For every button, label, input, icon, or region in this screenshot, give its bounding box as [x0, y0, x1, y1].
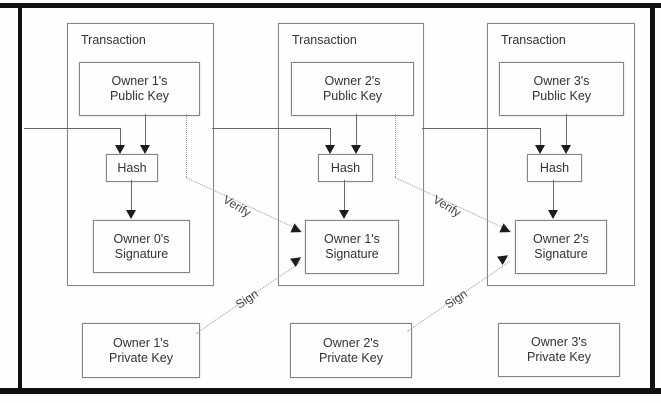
frame-right-border [650, 3, 655, 394]
frame-left-border [18, 3, 22, 394]
transaction-1-hash-box: Hash [106, 154, 158, 182]
hash-to-signature-line-1 [131, 180, 132, 211]
public-key-label-line2: Public Key [109, 89, 170, 103]
transaction-3-box: Transaction [487, 23, 635, 286]
hash-to-signature-line-3 [553, 180, 554, 211]
signature-label-line1: Owner 0's [113, 231, 170, 246]
private-key-label-line1: Owner 2's [323, 335, 379, 350]
arrow-down-icon [140, 145, 150, 154]
transaction-3-hash-box: Hash [527, 154, 582, 182]
verify-drop-line-1 [186, 114, 187, 177]
pubkey-to-hash-line-3 [566, 114, 567, 147]
signature-label-line2: Signature [325, 247, 379, 261]
private-key-1-box: Owner 1's Private Key [82, 323, 200, 378]
chain-line-segment-3 [422, 128, 540, 129]
verify-drop-line-2 [395, 114, 396, 177]
pubkey-to-hash-line-1 [145, 114, 146, 147]
transaction-3-public-key-box: Owner 3's Public Key [499, 62, 624, 116]
chain-drop-line-1 [120, 128, 121, 147]
chain-drop-line-2 [330, 128, 331, 147]
transaction-2-public-key-box: Owner 2's Public Key [291, 62, 414, 116]
arrow-down-icon [351, 145, 361, 154]
transaction-1-public-key-box: Owner 1's Public Key [79, 62, 200, 116]
transaction-2-hash-box: Hash [318, 154, 373, 182]
frame-bottom-border [0, 388, 661, 394]
transaction-3-signature-box: Owner 2's Signature [515, 220, 607, 274]
private-key-label-line1: Owner 1's [113, 335, 169, 350]
private-key-label-line2: Private Key [109, 350, 173, 365]
hash-label: Hash [539, 160, 570, 175]
pubkey-to-hash-line-2 [356, 114, 357, 147]
transaction-1-box: Transaction [67, 23, 214, 286]
hash-to-signature-line-2 [344, 180, 345, 211]
private-key-3-box: Owner 3's Private Key [498, 323, 620, 377]
verify-label-1: Verify [220, 192, 254, 220]
private-key-label-line1: Owner 3's [531, 335, 587, 349]
private-key-2-box: Owner 2's Private Key [290, 323, 412, 378]
frame-top-border [0, 3, 661, 8]
private-key-label-line2: Private Key [527, 350, 591, 364]
chain-line-segment-2 [212, 128, 330, 129]
transaction-2-signature-box: Owner 1's Signature [305, 220, 399, 274]
arrow-down-icon [126, 210, 136, 219]
chain-line-segment-1 [24, 128, 120, 129]
verify-label-2: Verify [430, 192, 464, 220]
transaction-1-title: Transaction [81, 33, 146, 47]
public-key-label-line1: Owner 1's [111, 74, 168, 88]
private-key-label-line2: Private Key [319, 350, 383, 365]
signature-label-line1: Owner 1's [324, 232, 380, 246]
transaction-2-title: Transaction [292, 33, 357, 47]
arrow-down-icon [535, 145, 545, 154]
public-key-label-line2: Public Key [531, 89, 592, 103]
arrow-down-icon [325, 145, 335, 154]
hash-label: Hash [330, 160, 361, 175]
signature-label-line1: Owner 2's [533, 232, 589, 246]
arrow-down-icon [548, 210, 558, 219]
public-key-label-line2: Public Key [322, 89, 383, 103]
public-key-label-line1: Owner 3's [533, 74, 590, 88]
hash-label: Hash [117, 160, 147, 175]
signature-label-line2: Signature [114, 246, 169, 261]
arrow-down-icon [115, 145, 125, 154]
public-key-label-line1: Owner 2's [324, 74, 381, 88]
arrow-down-icon [561, 145, 571, 154]
arrow-down-icon [339, 210, 349, 219]
chain-drop-line-3 [540, 128, 541, 147]
transaction-2-box: Transaction [278, 23, 424, 286]
transaction-3-title: Transaction [501, 33, 566, 47]
transaction-1-signature-box: Owner 0's Signature [93, 220, 190, 273]
signature-label-line2: Signature [534, 247, 588, 261]
